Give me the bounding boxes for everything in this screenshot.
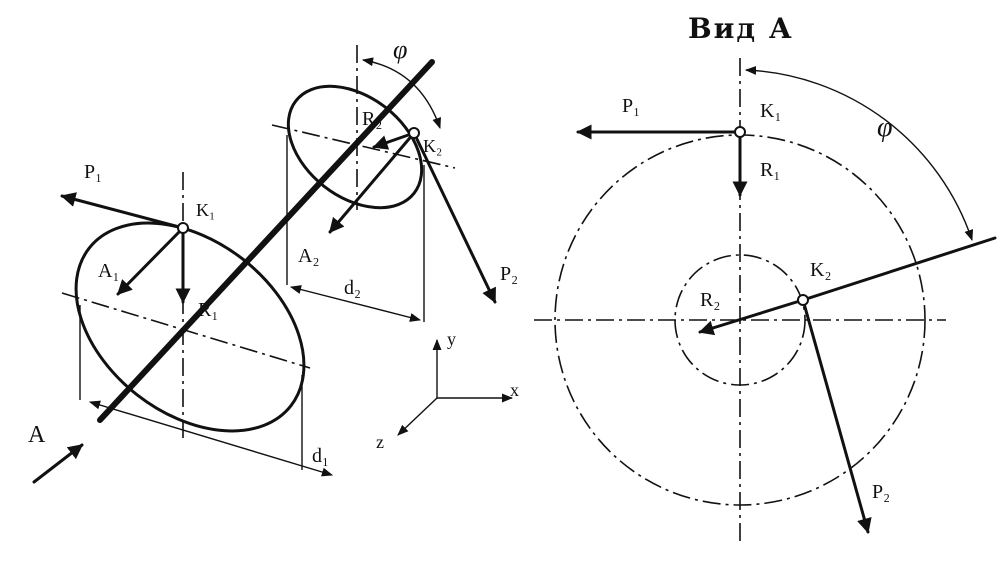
force-a2-arrow xyxy=(328,131,416,234)
view-force-p2-arrow xyxy=(801,298,872,534)
label-axis-y: y xyxy=(447,329,456,349)
angle-phi-arc xyxy=(361,57,441,130)
label-axis-x: x xyxy=(510,380,519,400)
isometric-view: P₁ K₁ A₁ R₁ R₂ K₂ A₂ P₂ d₂ d₁ A φ y x z xyxy=(28,35,519,484)
view-point-k2 xyxy=(797,294,809,306)
force-r2-arrow xyxy=(372,131,416,150)
view-a-title: Вид А xyxy=(688,12,794,45)
big-disk-horizontal-centerline xyxy=(61,292,311,369)
label-phi: φ xyxy=(393,35,407,64)
view-point-k1 xyxy=(734,126,746,138)
label-r1: R₁ xyxy=(198,299,218,321)
axis-z-line xyxy=(397,397,438,436)
view-k2-radius-line xyxy=(801,236,997,302)
force-p1-arrow xyxy=(60,192,185,230)
label-a1: A₁ xyxy=(98,260,119,282)
d2-dimension-line xyxy=(289,285,422,322)
label-p1: P₁ xyxy=(84,161,102,183)
label-p2: P₂ xyxy=(500,263,518,285)
view-label-p2: P₂ xyxy=(872,481,890,503)
label-k1: K₁ xyxy=(196,200,215,220)
label-a2: A₂ xyxy=(298,245,319,267)
view-direction-arrow xyxy=(32,443,84,484)
view-label-p1: P₁ xyxy=(622,95,640,117)
label-d1: d₁ xyxy=(312,445,329,467)
point-k1 xyxy=(177,222,189,234)
force-a1-arrow xyxy=(116,226,185,296)
label-axis-z: z xyxy=(376,432,384,452)
d1-dimension-line xyxy=(88,400,334,477)
point-k2 xyxy=(408,127,420,139)
view-label-k1: K₁ xyxy=(760,100,781,122)
label-view-a: A xyxy=(28,422,46,448)
view-label-r2: R₂ xyxy=(700,289,720,311)
small-disk-horizontal-centerline xyxy=(271,124,456,169)
view-label-r1: R₁ xyxy=(760,159,780,181)
view-a: Вид А P₁ K₁ R₁ K₂ R₂ P₂ φ xyxy=(534,12,997,545)
view-force-r2-arrow xyxy=(698,298,805,336)
label-k2: K₂ xyxy=(423,136,442,156)
label-r2: R₂ xyxy=(362,108,382,130)
view-label-k2: K₂ xyxy=(810,259,831,281)
force-p2-arrow xyxy=(412,131,497,304)
label-d2: d₂ xyxy=(344,277,361,299)
view-label-phi: φ xyxy=(877,112,893,143)
view-angle-phi-arc xyxy=(744,65,974,242)
